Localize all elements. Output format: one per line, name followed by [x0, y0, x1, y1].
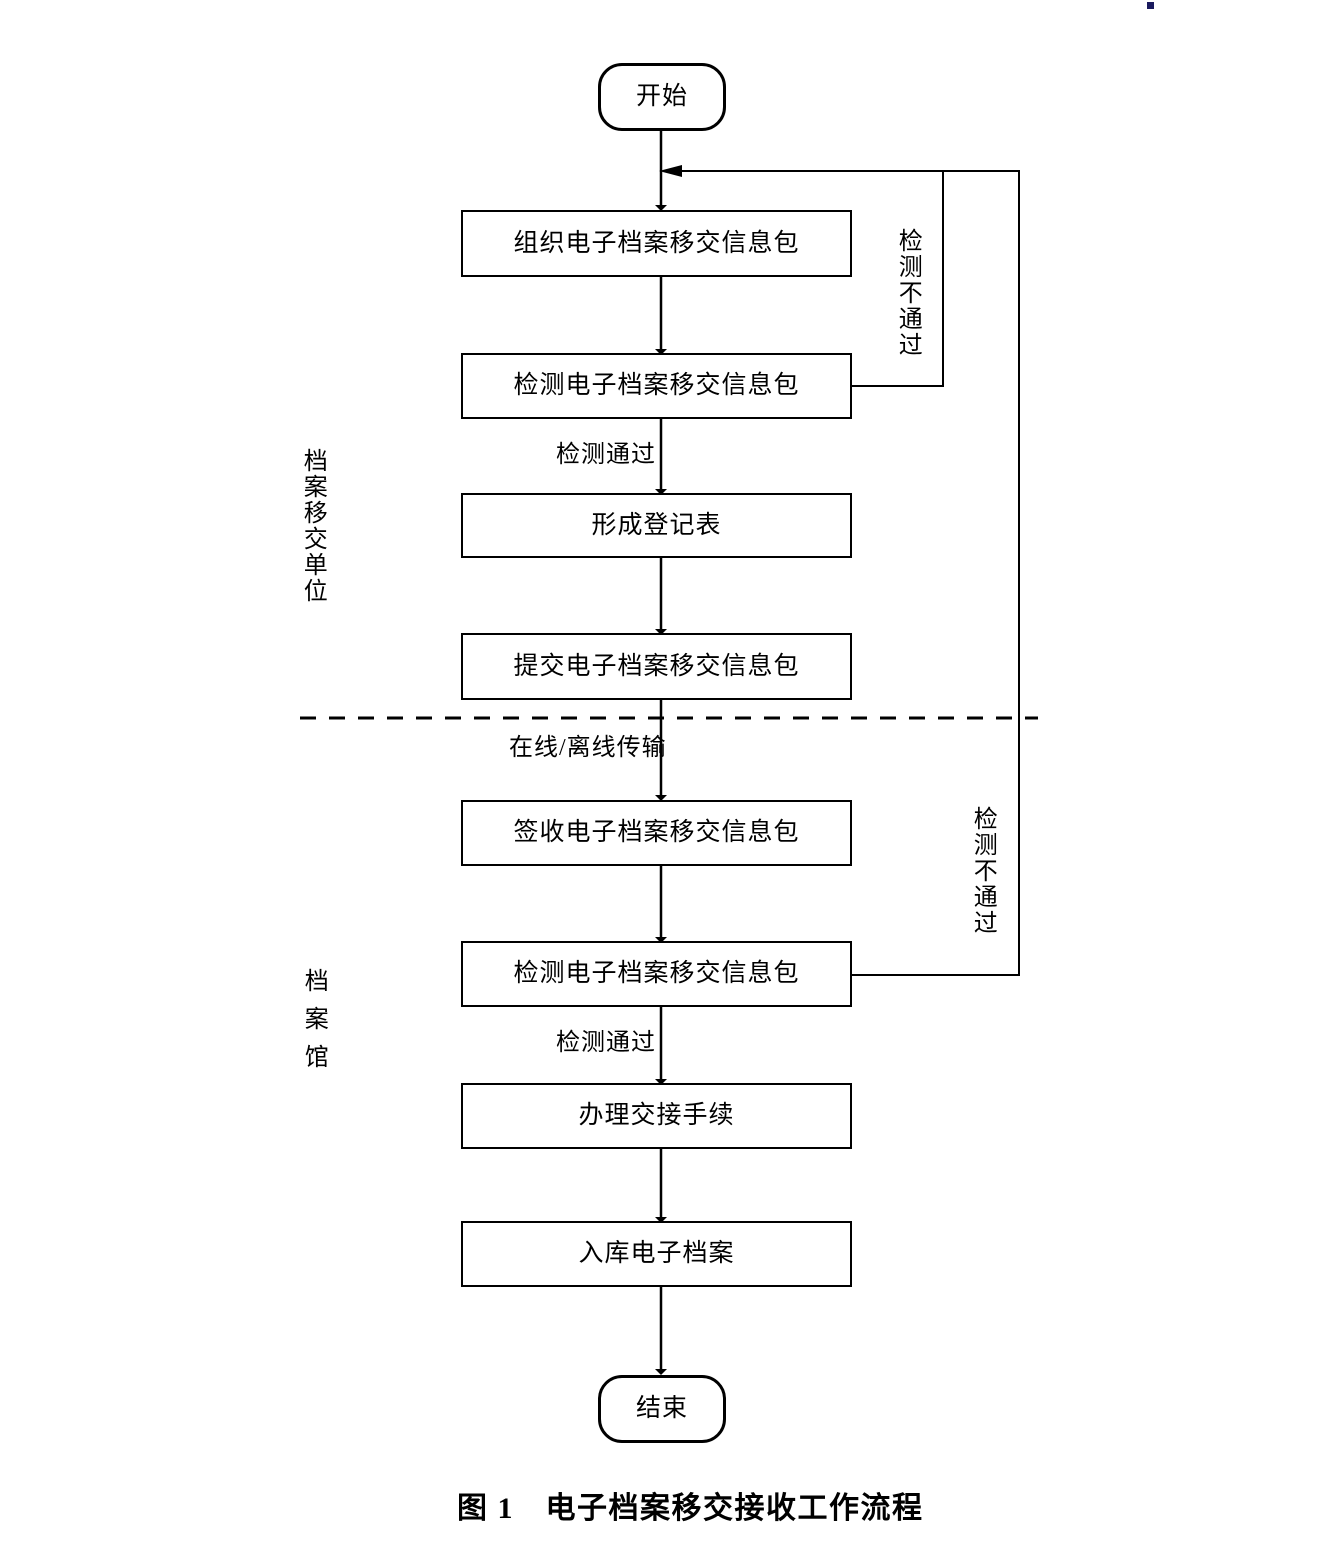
node-start[interactable]: 开始: [598, 63, 726, 131]
node-start-label: 开始: [635, 83, 688, 110]
node-submit-sip-label: 提交电子档案移交信息包: [513, 652, 800, 680]
node-organize-sip-label: 组织电子档案移交信息包: [513, 229, 800, 257]
node-form-register-label: 形成登记表: [591, 511, 722, 539]
node-inspect-sip-1-label: 检测电子档案移交信息包: [513, 372, 800, 399]
edge-label-fail-1-text: 检测不通过: [894, 228, 921, 358]
node-receive-sip[interactable]: 签收电子档案移交信息包: [461, 800, 852, 866]
lane-label-transfer-unit: 档案移交单位: [299, 448, 326, 604]
edge-label-fail-2: 检测不通过: [969, 806, 996, 936]
edge-label-pass-2: 检测通过: [556, 1030, 656, 1056]
node-organize-sip[interactable]: 组织电子档案移交信息包: [461, 210, 852, 277]
node-handover[interactable]: 办理交接手续: [461, 1083, 852, 1149]
node-inspect-sip-1[interactable]: 检测电子档案移交信息包: [461, 353, 852, 419]
edge-label-fail-2-text: 检测不通过: [969, 806, 996, 936]
feedback-loop-outer: [678, 170, 1020, 976]
lane-label-archive-text: 档案馆: [300, 968, 327, 1082]
node-end-label: 结束: [635, 1395, 688, 1422]
figure-caption-text: 图 1 电子档案移交接收工作流程: [457, 1492, 924, 1525]
node-end[interactable]: 结束: [598, 1375, 726, 1443]
edge-label-pass-1-text: 检测通过: [556, 442, 656, 468]
edge-label-transmit-text: 在线/离线传输: [509, 735, 667, 761]
node-store-archive[interactable]: 入库电子档案: [461, 1221, 852, 1287]
page-corner-mark-icon: [1147, 2, 1154, 9]
lane-label-transfer-unit-text: 档案移交单位: [299, 448, 326, 604]
node-handover-label: 办理交接手续: [578, 1102, 735, 1129]
feedback-merge-arrowhead: [659, 165, 682, 177]
edge-label-pass-1: 检测通过: [556, 442, 656, 468]
node-inspect-sip-2-label: 检测电子档案移交信息包: [513, 960, 800, 987]
edge-label-pass-2-text: 检测通过: [556, 1030, 656, 1056]
node-receive-sip-label: 签收电子档案移交信息包: [513, 819, 800, 846]
node-inspect-sip-2[interactable]: 检测电子档案移交信息包: [461, 941, 852, 1007]
edge-label-transmit: 在线/离线传输: [509, 735, 667, 761]
node-store-archive-label: 入库电子档案: [578, 1240, 735, 1267]
node-submit-sip[interactable]: 提交电子档案移交信息包: [461, 633, 852, 700]
edge-label-fail-1: 检测不通过: [894, 228, 921, 358]
figure-caption: 图 1 电子档案移交接收工作流程: [457, 1483, 924, 1527]
lane-label-archive: 档案馆: [300, 968, 327, 1082]
node-form-register[interactable]: 形成登记表: [461, 493, 852, 558]
